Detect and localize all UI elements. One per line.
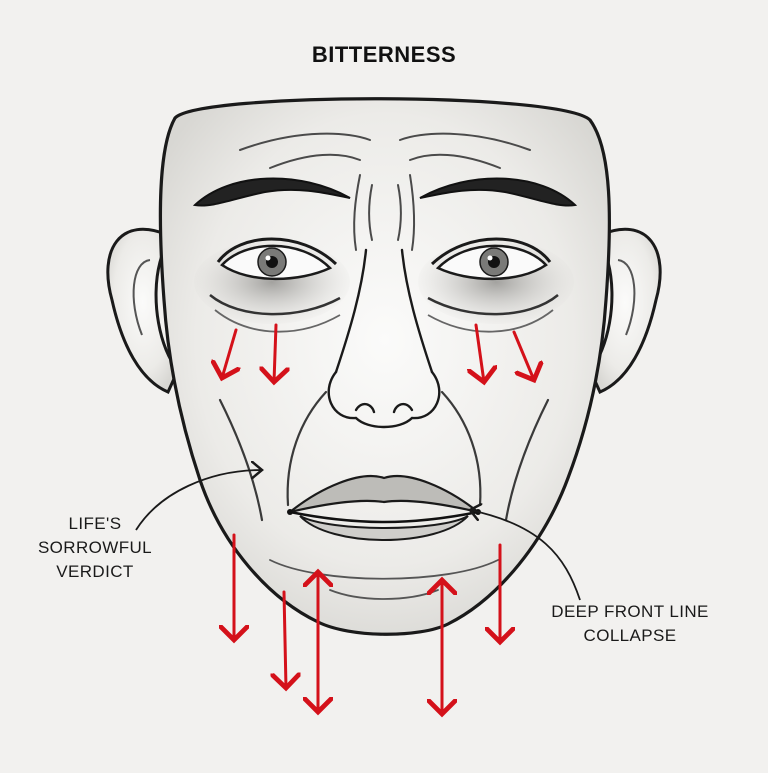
annotation-right-line: DEEP FRONT LINE bbox=[551, 602, 709, 621]
left-eyebrow bbox=[192, 177, 351, 207]
arrow-under-right-eye-outer bbox=[512, 330, 534, 380]
leader-left bbox=[135, 470, 262, 531]
annotation-right: DEEP FRONT LINE COLLAPSE bbox=[530, 600, 730, 648]
mouth bbox=[287, 474, 481, 541]
right-ear bbox=[588, 227, 662, 394]
annotation-left-line: VERDICT bbox=[56, 562, 134, 581]
arrow-under-left-eye-outer bbox=[222, 328, 236, 378]
annotation-left-line: LIFE'S bbox=[68, 514, 122, 533]
red-arrows bbox=[222, 323, 534, 714]
head-outline bbox=[158, 97, 612, 636]
annotation-left: LIFE'S SORROWFUL VERDICT bbox=[30, 512, 160, 584]
right-eye bbox=[427, 237, 559, 333]
annotation-right-line: COLLAPSE bbox=[583, 626, 677, 645]
left-ear bbox=[106, 227, 180, 394]
leader-right bbox=[470, 510, 581, 601]
right-eyebrow bbox=[419, 177, 578, 207]
annotation-left-line: SORROWFUL bbox=[37, 538, 153, 557]
nose bbox=[327, 248, 441, 429]
page-title: BITTERNESS bbox=[311, 42, 457, 67]
arrow-under-right-eye-inner bbox=[476, 323, 484, 382]
arrow-under-left-eye-inner bbox=[274, 323, 276, 382]
arrow-jaw-left-lower bbox=[284, 590, 286, 688]
